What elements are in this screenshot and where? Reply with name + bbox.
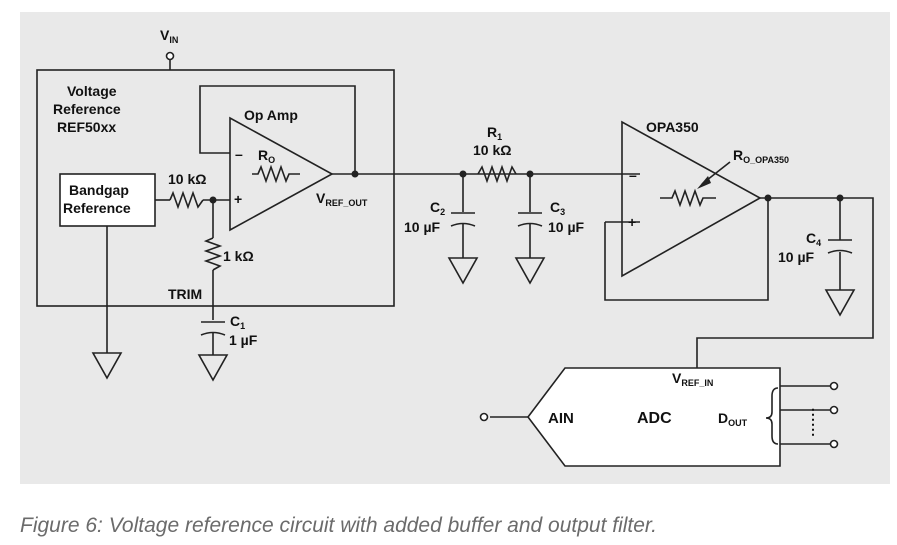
dout-label: DOUT (718, 410, 748, 428)
ref-title-line3: REF50xx (57, 119, 116, 135)
ref-title-line1: Voltage (67, 83, 117, 99)
ro-label: RO (258, 147, 275, 165)
ro-opa350-resistor (660, 188, 716, 208)
ain-label: AIN (548, 410, 574, 427)
junction-dots (209, 170, 844, 204)
ro-opa350-label: RO_OPA350 (733, 147, 789, 165)
vref-in-label: VREF_IN (672, 370, 713, 388)
ref50xx-box (36, 69, 395, 307)
svg-text:⋮: ⋮ (806, 421, 820, 437)
bandgap-box (59, 173, 156, 227)
bandgap-label-line2: Reference (63, 200, 131, 216)
figure-caption: Figure 6: Voltage reference circuit with… (20, 514, 657, 537)
r1-label: R1 (487, 124, 502, 142)
ref-title-line2: Reference (53, 101, 121, 117)
resistor-1k (203, 237, 223, 271)
capacitor-c3 (517, 212, 543, 227)
c3-label: C3 (550, 199, 565, 217)
opa350-minus: – (629, 167, 637, 183)
op-amp-triangle (229, 116, 334, 232)
c3-value: 10 µF (548, 219, 585, 235)
c4-label: C4 (806, 230, 821, 248)
adc-block (526, 367, 781, 467)
c4-value: 10 µF (778, 249, 815, 265)
op-amp-label: Op Amp (244, 107, 298, 123)
opa350-triangle (621, 120, 762, 278)
r1-value: 10 kΩ (473, 142, 511, 158)
circuit-schematic: ⋮ ⋮ VIN Voltage Reference REF50xx Op Amp… (36, 27, 874, 467)
resistor-10k (169, 190, 204, 210)
terminals (165, 51, 839, 449)
r-10k-label: 10 kΩ (168, 171, 206, 187)
dout-brace (765, 387, 779, 445)
bandgap-label-line1: Bandgap (69, 182, 129, 198)
ground-symbols (91, 257, 856, 382)
trim-label: TRIM (168, 286, 202, 302)
adc-label: ADC (637, 410, 672, 427)
c2-label: C2 (430, 199, 445, 217)
c1-value: 1 µF (229, 332, 258, 348)
c1-label: C1 (230, 313, 245, 331)
svg-text:⋮: ⋮ (806, 406, 820, 422)
capacitor-c2 (450, 212, 476, 227)
op-amp-minus: – (235, 146, 243, 162)
vin-label: VIN (160, 27, 178, 45)
opa350-plus: + (628, 214, 636, 230)
r-1k-label: 1 kΩ (223, 248, 254, 264)
op-amp-plus: + (234, 191, 242, 207)
capacitor-c1 (200, 321, 226, 336)
wires (36, 56, 874, 445)
opa350-label: OPA350 (646, 119, 699, 135)
c2-value: 10 µF (404, 219, 441, 235)
vref-out-label: VREF_OUT (316, 190, 368, 208)
resistor-r1 (477, 164, 517, 184)
capacitor-c4 (827, 239, 853, 254)
ro-resistor (252, 164, 300, 184)
